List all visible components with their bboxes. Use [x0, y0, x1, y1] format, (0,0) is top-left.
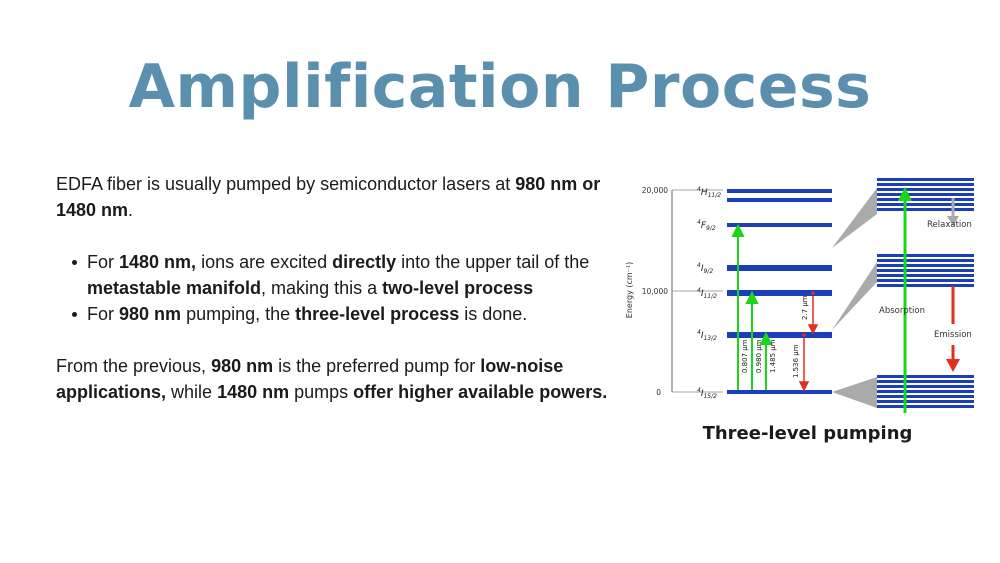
bullet1-text-4: , making this a [261, 278, 383, 298]
conclusion-text-4: pumps [289, 382, 354, 402]
bullet2-bold-980: 980 nm [119, 304, 182, 324]
level-label-i11-2: 4I11/2 [697, 287, 717, 300]
transition-label-1536: 1.536 μm [792, 344, 800, 378]
level-i13-2 [727, 332, 832, 338]
relaxation-arrowhead [947, 216, 959, 226]
wedge-middle [832, 262, 877, 330]
metastable-band-line [877, 274, 974, 277]
intro-text: EDFA fiber is usually pumped by semicond… [56, 174, 516, 194]
level-f9-2 [727, 223, 832, 227]
transition-label-0807: 0.807 μm [741, 339, 749, 373]
absorption-arrows [731, 223, 773, 390]
level-h11-2-upper [727, 189, 832, 193]
conclusion-text-3: while [166, 382, 218, 402]
emission-arrows [798, 296, 819, 392]
conclusion-bold-1480: 1480 nm [217, 382, 290, 402]
pump-arrowhead-0807 [731, 223, 745, 237]
ground-band-line [877, 375, 974, 378]
ground-band-line [877, 405, 974, 408]
level-label-h11-2: 4H11/2 [697, 186, 721, 199]
bullet1-text-2: ions are excited [196, 252, 333, 272]
bullet-1480nm: For 1480 nm, ions are excited directly i… [56, 249, 611, 301]
metastable-band-line [877, 279, 974, 282]
energy-levels [727, 189, 832, 394]
emission-label: Emission [934, 330, 972, 340]
metastable-band [877, 254, 974, 287]
ground-band-line [877, 380, 974, 383]
bullet1-bold-manifold: metastable manifold [87, 278, 262, 298]
diagram-caption: Three-level pumping [702, 423, 913, 444]
conclusion-bold-low-noise: low-noise applications, [56, 356, 564, 402]
bullet-980nm: For 980 nm pumping, the three-level proc… [56, 301, 611, 327]
bullet-list: For 1480 nm, ions are excited directly i… [56, 249, 611, 327]
emission-arrowhead-1536 [798, 381, 810, 392]
upper-band [877, 178, 974, 211]
ground-band-line [877, 395, 974, 398]
emission-arrowhead-27 [807, 324, 819, 335]
level-i9-2 [727, 265, 832, 271]
metastable-band-line [877, 264, 974, 267]
wedge-lower [832, 377, 877, 408]
relaxation-label: Relaxation [927, 220, 972, 230]
wedge-upper [832, 188, 877, 248]
level-dots [802, 291, 815, 337]
transition-label-27: 2.7 μm [801, 295, 809, 320]
level-label-f9-2: 4F9/2 [697, 219, 716, 232]
level-label-i13-2: 4I13/2 [697, 329, 717, 342]
body-text: EDFA fiber is usually pumped by semicond… [56, 171, 611, 405]
metastable-band-line [877, 284, 974, 287]
bullet2-text-0: For [87, 304, 120, 324]
bullet1-text-3: into the upper tail of the [396, 252, 590, 272]
upper-band-line [877, 198, 974, 201]
conclusion-bold-980: 980 nm [211, 356, 274, 376]
conclusion-bold-higher-powers: offer higher available powers. [353, 382, 608, 402]
ground-band-line [877, 385, 974, 388]
absorption-arrowhead [898, 187, 912, 201]
dot-i11-2 [811, 291, 815, 295]
upper-band-line [877, 203, 974, 206]
upper-band-line [877, 178, 974, 181]
upper-band-line [877, 208, 974, 211]
level-i15-2 [727, 390, 832, 394]
conclusion-text-2: is the preferred pump for [273, 356, 481, 376]
energy-axis-label: Energy (cm⁻¹) [625, 262, 634, 318]
level-label-i9-2: 4I9/2 [697, 262, 713, 275]
upper-band-line [877, 183, 974, 186]
metastable-band-line [877, 269, 974, 272]
upper-band-line [877, 193, 974, 196]
slide-title: Amplification Process [128, 52, 872, 122]
intro-paragraph: EDFA fiber is usually pumped by semicond… [56, 171, 611, 223]
energy-level-diagram: Energy (cm⁻¹) 20,000 10,000 0 4H11/2 4F9… [625, 178, 974, 413]
bullet2-text-2: is done. [459, 304, 528, 324]
ground-band-line [877, 390, 974, 393]
bullet1-bold-directly: directly [332, 252, 397, 272]
transition-label-1485: 1.485 μm [769, 339, 777, 373]
level-label-i15-2: 4I15/2 [697, 387, 717, 400]
bullet2-bold-three-level: three-level process [295, 304, 460, 324]
pump-arrowhead-0980 [745, 290, 759, 304]
upper-band-line [877, 188, 974, 191]
pump-arrowhead-1485 [759, 331, 773, 345]
bullet1-bold-two-level: two-level process [382, 278, 534, 298]
level-i11-2 [727, 290, 832, 296]
ground-band [877, 375, 974, 408]
metastable-band-line [877, 254, 974, 257]
metastable-band-line [877, 259, 974, 262]
tick-10000: 10,000 [642, 287, 668, 296]
bullet1-text-1: For [87, 252, 120, 272]
bullet1-bold-1480: 1480 nm, [119, 252, 197, 272]
emission-arrowhead [946, 359, 960, 372]
tick-20000: 20,000 [642, 186, 668, 195]
bullet2-text-1: pumping, the [181, 304, 296, 324]
dot-i13-2 [802, 333, 806, 337]
transition-label-0980: 0.980 μm [755, 339, 763, 373]
tick-0: 0 [656, 388, 661, 397]
ground-band-line [877, 400, 974, 403]
intro-bold-wavelengths: 980 nm or 1480 nm [56, 174, 601, 220]
conclusion-paragraph: From the previous, 980 nm is the preferr… [56, 353, 611, 405]
absorption-label: Absorption [879, 306, 925, 316]
conclusion-text-1: From the previous, [56, 356, 212, 376]
intro-period: . [128, 200, 134, 220]
level-h11-2-lower [727, 198, 832, 202]
